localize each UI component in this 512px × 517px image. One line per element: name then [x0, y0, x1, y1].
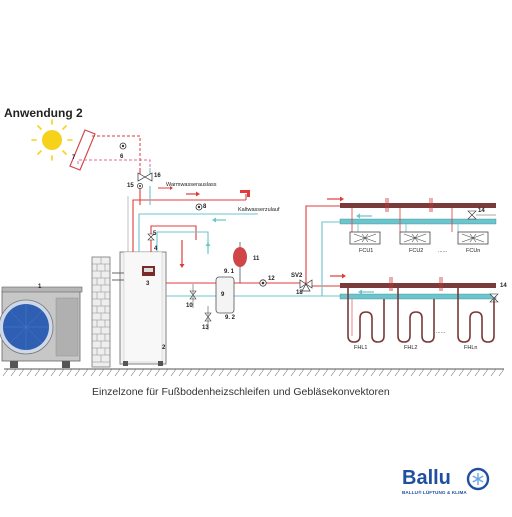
buffer-tank: [215, 276, 235, 314]
fcun-label: FCUn: [466, 248, 481, 254]
label-5: 5: [153, 231, 157, 237]
label-7: 7: [72, 155, 76, 161]
sun-icon: [31, 119, 73, 161]
label-15: 15: [127, 183, 134, 189]
fcu-supply-arrow: [327, 196, 344, 202]
label-2: 2: [162, 345, 166, 351]
pump-12: [259, 279, 267, 287]
fcu-manifold: [339, 198, 497, 232]
label-13: 13: [202, 325, 209, 331]
label-6: 6: [120, 154, 124, 160]
ground: [2, 368, 505, 377]
hot-water-arrow-2: [158, 186, 173, 190]
hot-water-outlet-label: Warmwasserauslass: [166, 182, 217, 188]
valve-10: [189, 284, 197, 308]
label-14-fhl: 14: [500, 283, 507, 289]
brick-wall: [91, 256, 111, 368]
fhl-loop-2: [397, 288, 435, 343]
fcu2-label: FCU2: [409, 248, 424, 254]
brand-tagline: BALLU® LÜFTUNG & KLIMA: [402, 490, 467, 495]
solar-collector: [69, 129, 96, 171]
label-9-1: 9. 1: [224, 269, 235, 275]
pump-6: [119, 142, 127, 150]
label-3: 3: [146, 281, 150, 287]
valve-16: [137, 172, 153, 182]
cold-water-inlet-label: Kaltwasserzulauf: [238, 207, 280, 213]
fcu-return-arrow: [356, 213, 372, 219]
pump-8: [195, 203, 203, 211]
faucet-icon: [240, 190, 250, 197]
fhl1-label: FHL1: [354, 345, 368, 351]
label-14-fcu: 14: [478, 208, 485, 214]
fhl-manifold: [339, 277, 499, 303]
ballu-logo: Ballu BALLU® LÜFTUNG & KLIMA: [402, 465, 512, 505]
valve-15: [137, 183, 143, 189]
valve-13: [204, 306, 212, 330]
expansion-vessel: [233, 242, 247, 283]
cold-water-arrow: [212, 217, 226, 223]
fcu-1: [349, 231, 381, 245]
label-10: 10: [186, 303, 193, 309]
fcu1-label: FCU1: [359, 248, 374, 254]
diagram-title: Anwendung 2: [4, 106, 83, 120]
fhl-dots: ......: [436, 329, 446, 335]
valve-5: [147, 233, 155, 241]
label-18: 18: [296, 290, 303, 296]
hot-water-arrow: [186, 191, 200, 197]
label-8: 8: [203, 204, 207, 210]
label-11: 11: [253, 256, 260, 262]
label-9: 9: [221, 292, 225, 298]
fcu-n: [457, 231, 489, 245]
label-1: 1: [38, 284, 42, 290]
fhl2-label: FHL2: [404, 345, 418, 351]
snowflake-icon: [466, 467, 490, 491]
fhl-loop-n: [457, 288, 495, 343]
refrigerant-pipes: [112, 272, 124, 281]
label-16: 16: [154, 173, 161, 179]
return-arrow-up: [205, 242, 211, 254]
fcu-2: [399, 231, 431, 245]
fcu-dots: ......: [438, 248, 448, 254]
fhl-return-arrow: [358, 289, 374, 295]
label-12: 12: [268, 276, 275, 282]
solar-loop-pipes: [77, 135, 151, 168]
outdoor-unit: [0, 286, 83, 368]
fhl-loop-1: [347, 288, 385, 343]
heating-supply: [150, 205, 496, 287]
fhln-label: FHLn: [464, 345, 478, 351]
brand-name: Ballu: [402, 467, 451, 489]
sv2-label: SV2: [291, 273, 303, 279]
three-way-valve-sv2: [299, 279, 313, 292]
label-9-2: 9. 2: [225, 315, 236, 321]
diagram-caption: Einzelzone für Fußbodenheizschleifen und…: [92, 386, 390, 398]
label-4: 4: [154, 246, 158, 252]
fhl-supply-arrow: [330, 273, 346, 279]
supply-arrow-down: [179, 240, 185, 268]
indoor-unit: [119, 251, 167, 366]
